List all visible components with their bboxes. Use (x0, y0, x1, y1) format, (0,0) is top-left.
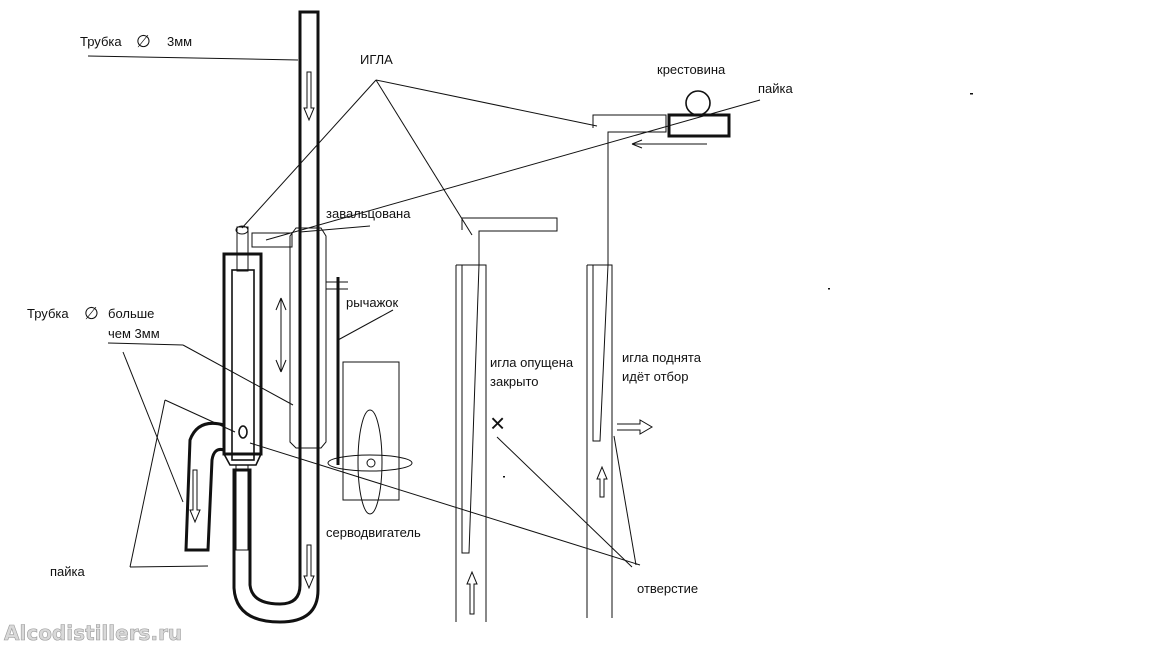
lever (326, 277, 348, 465)
small-tube-outline (232, 10, 320, 624)
needle-raised-tube (586, 264, 613, 618)
flow-arrow-right-out (617, 419, 653, 435)
label-tube-big-diameter: ∅ (84, 304, 99, 323)
central-cylinder (251, 227, 327, 449)
label-solder-top: пайка (758, 81, 794, 96)
label-tube-big-size-1: больше (108, 306, 154, 321)
cross-block (667, 113, 731, 138)
label-needle-down-2: закрыто (490, 374, 539, 389)
label-tube-big-size-2: чем 3мм (108, 326, 160, 341)
needle-raised-shaft (592, 264, 609, 442)
needle-lowered-top-bar (461, 217, 558, 265)
label-needle-down-1: игла опущена (490, 355, 574, 370)
flow-arrow-down-side (189, 469, 201, 524)
flow-arrow-up-lowered (466, 570, 478, 615)
cylinder-body (289, 227, 327, 449)
leader-lines (87, 55, 761, 568)
flow-arrow-down-top (303, 71, 315, 122)
label-cross: крестовина (657, 62, 726, 77)
watermark: Alcodistillers.ru (4, 621, 182, 645)
needle-housing (222, 225, 263, 551)
servo (327, 361, 413, 515)
stray-dots (503, 93, 973, 478)
big-tube-bend (184, 421, 225, 552)
needle-lowered-shaft (461, 264, 480, 554)
needle-lowered-tube (455, 264, 487, 622)
flow-arrow-down-bottom (303, 544, 315, 590)
double-arrow (275, 297, 287, 373)
label-needle: ИГЛА (360, 52, 393, 67)
flow-arrow-up-raised (596, 465, 608, 498)
lever-top (326, 281, 348, 290)
label-tube-big: Трубка (27, 306, 69, 321)
lower-rod (235, 464, 249, 551)
label-tube-small-size: 3мм (167, 34, 192, 49)
servo-body (342, 361, 400, 501)
servo-disc-vertical (357, 409, 383, 515)
needle-tip-cap (235, 225, 249, 235)
inner-rod (231, 269, 255, 461)
label-tube-small: Трубка (80, 34, 122, 49)
flow-arrow-left (631, 139, 707, 149)
text-labels: Трубка ∅ 3мм ИГЛА крестовина пайка завал… (27, 32, 794, 596)
label-servo: серводвигатель (326, 525, 421, 540)
label-rolled: завальцована (326, 206, 411, 221)
servo-axle (366, 458, 376, 468)
label-hole: отверстие (637, 581, 698, 596)
hole-left (238, 425, 248, 439)
label-lever: рычажок (346, 295, 399, 310)
label-needle-up-2: идёт отбор (622, 369, 688, 384)
outer-jacket (222, 252, 263, 456)
label-needle-up-1: игла поднята (622, 350, 702, 365)
closed-mark: × (490, 408, 505, 438)
label-tube-small-diameter: ∅ (136, 32, 151, 51)
small-tube-assembly (232, 10, 320, 624)
rolled-flange (251, 232, 293, 248)
cross-ball (685, 90, 711, 116)
cross-bar (592, 114, 667, 265)
servo-disc-horizontal (327, 454, 413, 472)
big-tube-outline (184, 421, 225, 552)
label-solder-bottom: пайка (50, 564, 86, 579)
needle-lowered-detail: × (455, 217, 558, 622)
